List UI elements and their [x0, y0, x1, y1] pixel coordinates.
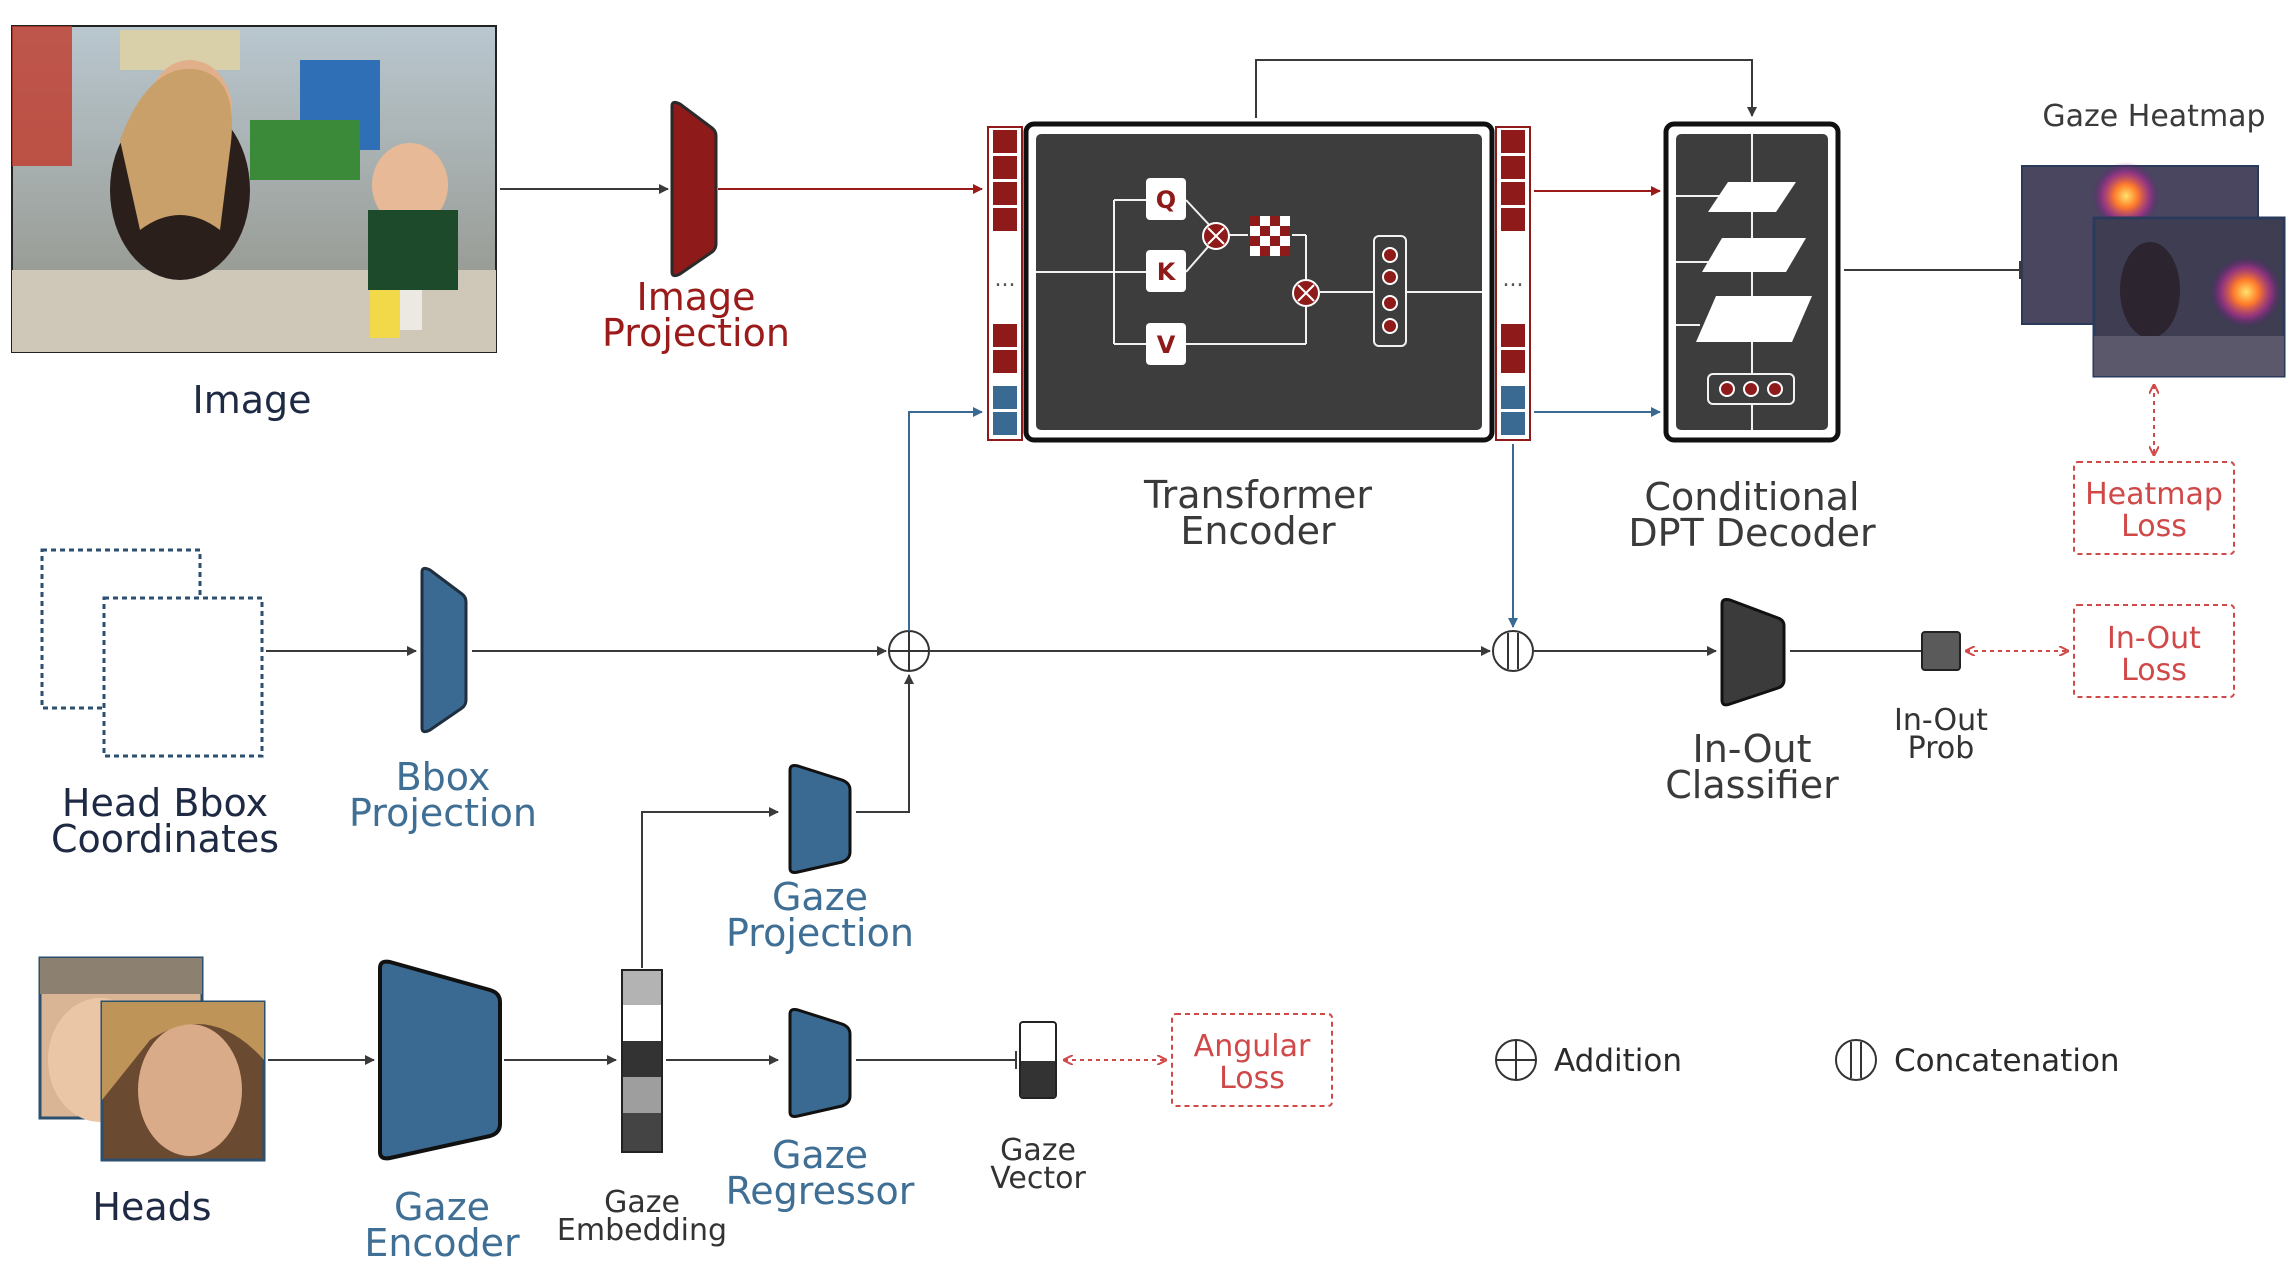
legend-concatenation-icon: [1835, 1039, 1877, 1081]
key-box: [1146, 250, 1186, 292]
gaze-projection-block: [788, 764, 852, 874]
value-label: V: [1157, 331, 1176, 359]
head-bbox-label-1: Head Bbox: [62, 781, 268, 825]
gaze-heatmap-label: Gaze Heatmap: [2042, 99, 2265, 134]
concatenation-node-icon: [1492, 630, 1534, 672]
gaze-encoder-label-2: Encoder: [364, 1221, 520, 1265]
heatmap-loss-box: [2073, 461, 2235, 555]
angular-loss-label-1: Angular: [1194, 1029, 1311, 1064]
key-label: K: [1157, 258, 1177, 286]
in-out-loss-box: [2073, 604, 2235, 698]
gaze-projection-label-2: Projection: [726, 911, 914, 955]
image-label: Image: [192, 378, 311, 422]
head-bbox-label-2: Coordinates: [51, 817, 279, 861]
in-out-loss-label-1: In-Out: [2107, 621, 2201, 656]
transformer-encoder-label-2: Encoder: [1180, 509, 1336, 553]
in-out-prob-label-2: Prob: [1908, 731, 1975, 766]
gaze-regressor-label-1: Gaze: [772, 1133, 868, 1177]
in-out-prob-box: [1921, 631, 1961, 671]
output-token-ellipsis: ...: [1503, 267, 1524, 292]
dpt-decoder-label-2: DPT Decoder: [1628, 511, 1876, 555]
bbox-projection-block: [420, 566, 468, 734]
gaze-heatmap-images: [2021, 162, 2286, 378]
input-scene-image: [11, 25, 497, 353]
legend-addition-label: Addition: [1554, 1043, 1682, 1079]
arrow-gaze-projection-to-addition: [856, 674, 914, 813]
query-label: Q: [1156, 186, 1176, 214]
in-out-classifier-label-2: Classifier: [1665, 763, 1839, 807]
head-bbox-icon: [40, 548, 264, 758]
gaze-vector-label-1: Gaze: [1000, 1133, 1076, 1168]
gaze-embedding-label-2: Embedding: [557, 1213, 727, 1248]
legend-addition-icon: [1495, 1039, 1537, 1081]
in-out-prob-label-1: In-Out: [1894, 703, 1988, 738]
dpt-decoder-block: [1663, 121, 1841, 443]
head-crops-image: [38, 956, 266, 1162]
attention-output-vector-icon: [1373, 235, 1407, 347]
arrow-addition-to-tokens: [908, 407, 983, 631]
addition-node-icon: [888, 630, 930, 672]
value-box: [1146, 323, 1186, 365]
transformer-encoder-label-1: Transformer: [1143, 473, 1372, 517]
gaze-projection-label-1: Gaze: [772, 875, 868, 919]
arrow-skip-to-decoder: [1255, 59, 1757, 118]
gaze-regressor-block: [788, 1008, 852, 1118]
input-token-column: [987, 126, 1023, 441]
heatmap-loss-label-1: Heatmap: [2085, 477, 2223, 512]
in-out-classifier-block: [1720, 598, 1786, 707]
image-projection-label-2: Projection: [602, 311, 790, 355]
gaze-encoder-block: [378, 959, 502, 1161]
gaze-vector-icon: [1019, 1021, 1057, 1099]
gaze-regressor-label-2: Regressor: [726, 1169, 915, 1213]
matmul-av-icon: [1292, 279, 1320, 307]
gaze-embedding-vector: [621, 969, 663, 1153]
in-out-classifier-label-1: In-Out: [1693, 727, 1812, 771]
gaze-embedding-label-1: Gaze: [604, 1185, 680, 1220]
transformer-encoder-block: [1023, 121, 1495, 443]
input-token-ellipsis: ...: [995, 267, 1016, 292]
bbox-projection-label-1: Bbox: [396, 755, 491, 799]
output-token-column: [1495, 126, 1531, 441]
matmul-qk-icon: [1202, 222, 1230, 250]
in-out-loss-label-2: Loss: [2121, 653, 2187, 688]
bbox-projection-label-2: Projection: [349, 791, 537, 835]
heatmap-loss-label-2: Loss: [2121, 509, 2187, 544]
image-projection-label-1: Image: [636, 275, 755, 319]
angular-loss-label-2: Loss: [1219, 1061, 1285, 1096]
heads-label: Heads: [92, 1185, 211, 1229]
gaze-vector-label-2: Vector: [990, 1161, 1086, 1196]
legend-concatenation-label: Concatenation: [1894, 1043, 2120, 1079]
query-box: [1146, 178, 1186, 220]
dpt-decoder-label-1: Conditional: [1644, 475, 1859, 519]
gaze-encoder-label-1: Gaze: [394, 1185, 490, 1229]
arrow-embedding-to-gaze-projection: [641, 807, 779, 968]
image-projection-block: [670, 100, 718, 278]
attention-matrix-icon: [1250, 216, 1290, 256]
angular-loss-box: [1171, 1013, 1333, 1107]
